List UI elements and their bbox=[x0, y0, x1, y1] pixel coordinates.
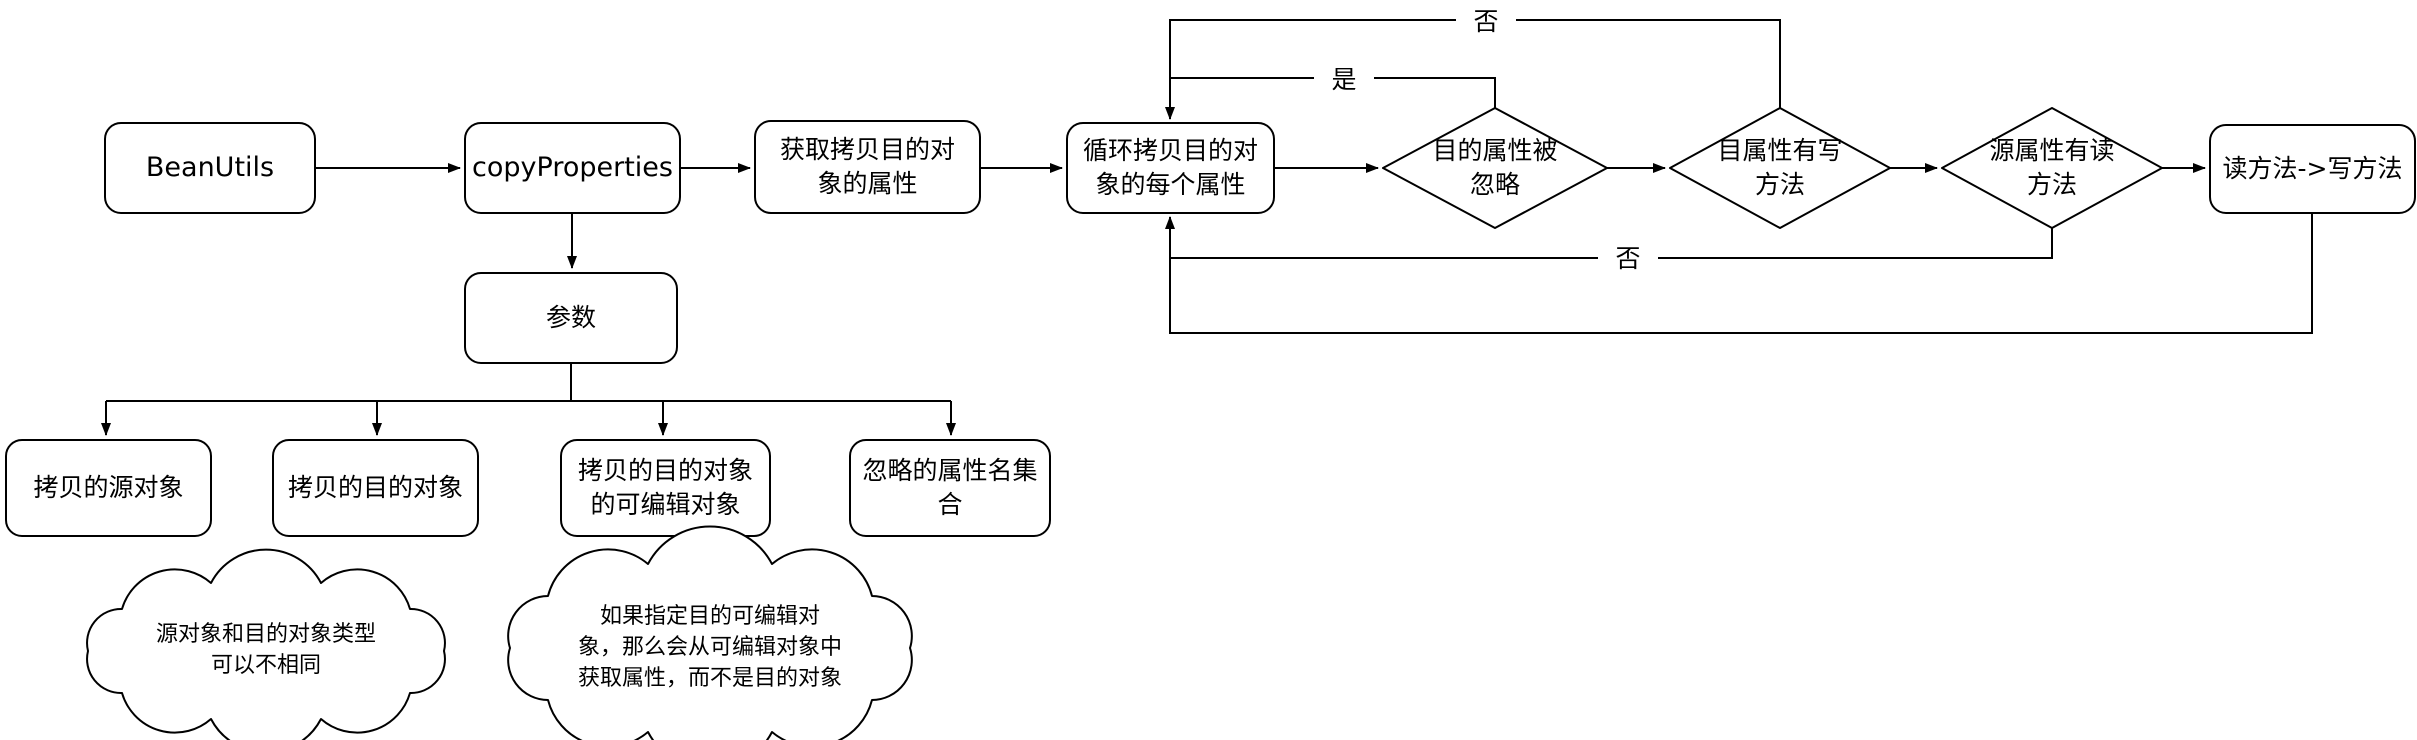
target-has-write-diamond bbox=[1669, 107, 1891, 229]
feedback-no-bottom-line bbox=[1165, 216, 2053, 259]
loop-each-prop-box bbox=[1066, 122, 1275, 214]
param-editable-box bbox=[560, 439, 771, 537]
editable-note-cloud bbox=[507, 525, 913, 740]
feedback-return-line bbox=[1169, 213, 2313, 334]
source-has-read-diamond bbox=[1941, 107, 2163, 229]
copyproperties-box bbox=[464, 122, 681, 214]
feedback-no-top-line bbox=[1165, 19, 1781, 120]
param-source-box bbox=[5, 439, 212, 537]
get-target-props-box bbox=[754, 120, 981, 214]
param-ignoreset-box bbox=[849, 439, 1051, 537]
read-to-write-box bbox=[2209, 124, 2416, 214]
feedback-yes-line bbox=[1170, 77, 1496, 108]
params-box bbox=[464, 272, 678, 364]
type-note-cloud bbox=[86, 548, 446, 740]
param-target-box bbox=[272, 439, 479, 537]
beanutils-box bbox=[104, 122, 316, 214]
prop-ignored-diamond bbox=[1382, 107, 1608, 229]
